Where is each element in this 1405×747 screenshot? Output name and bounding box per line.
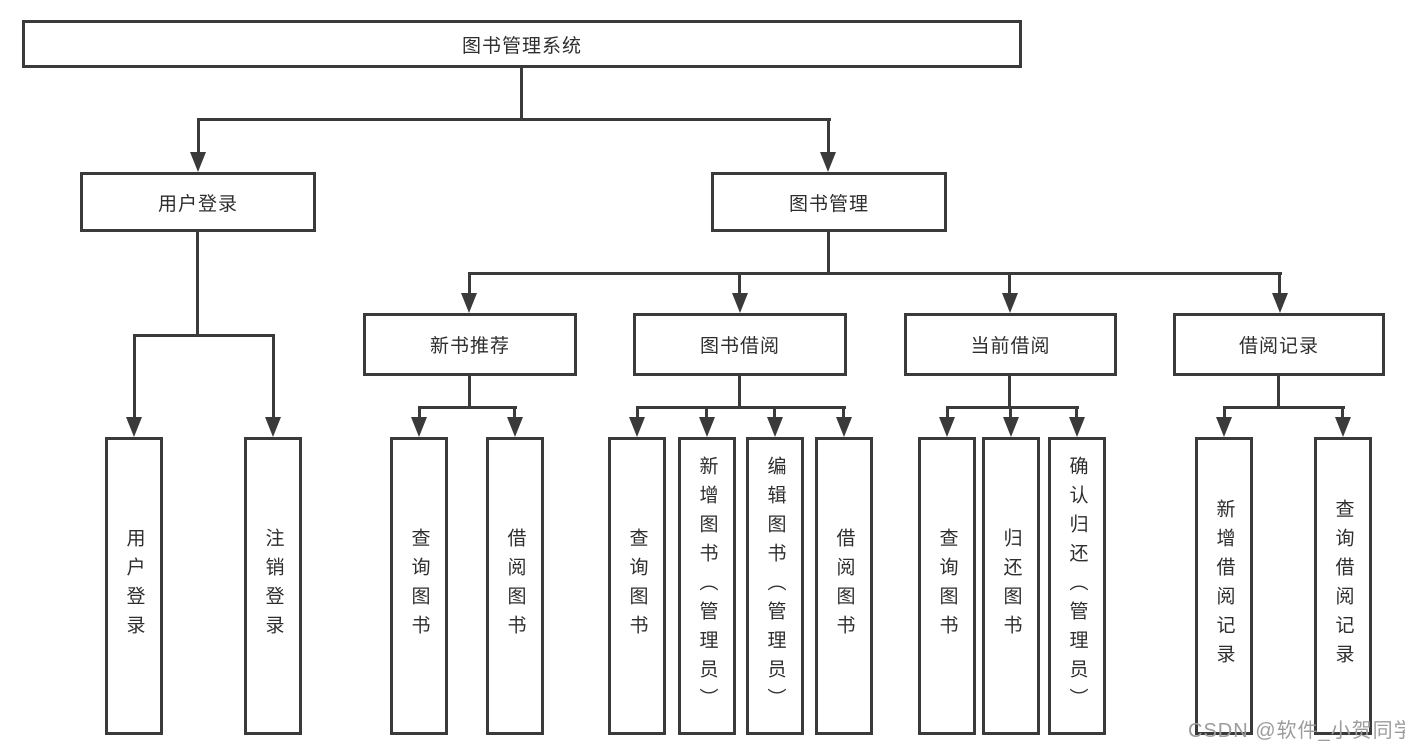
leaf-user-login: 用户登录: [105, 437, 163, 735]
v-line: [133, 334, 136, 419]
v-line: [1341, 406, 1344, 419]
node-label: 用户登录: [123, 528, 145, 644]
arrow-down-icon: [767, 417, 783, 437]
leaf-borrow-books: 借阅图书: [486, 437, 544, 735]
v-line: [513, 406, 516, 419]
node-current-borrowing: 当前借阅: [904, 313, 1117, 376]
leaf-query-borrow-record: 查询借阅记录: [1314, 437, 1372, 735]
v-line: [196, 232, 199, 336]
arrow-down-icon: [939, 417, 955, 437]
leaf-return-book: 归还图书: [982, 437, 1040, 735]
v-line: [1008, 376, 1011, 408]
leaf-logout: 注销登录: [244, 437, 302, 735]
v-line: [1277, 376, 1280, 408]
node-label: 借阅图书: [504, 528, 526, 644]
v-line: [636, 406, 639, 419]
v-line: [1223, 406, 1226, 419]
node-label: 图书管理系统: [461, 35, 582, 57]
node-label: 归还图书: [1000, 528, 1022, 644]
arrow-down-icon: [1069, 417, 1085, 437]
node-user-login: 用户登录: [80, 172, 316, 232]
node-label: 编辑图书（管理员）: [764, 455, 786, 717]
node-new-book-recommend: 新书推荐: [363, 313, 577, 376]
node-label: 查询图书: [626, 528, 648, 644]
v-line: [738, 376, 741, 408]
arrow-down-icon: [1002, 293, 1018, 313]
v-line: [520, 68, 523, 120]
arrow-down-icon: [190, 152, 206, 172]
node-label: 借阅图书: [833, 528, 855, 644]
h-line: [133, 334, 275, 337]
v-line: [1278, 272, 1281, 295]
node-label: 图书借阅: [699, 336, 780, 357]
v-line: [1008, 272, 1011, 295]
v-line: [827, 118, 830, 154]
v-line: [738, 272, 741, 295]
node-label: 新书推荐: [429, 336, 510, 357]
node-label: 图书管理: [788, 193, 869, 215]
arrow-down-icon: [1216, 417, 1232, 437]
node-label: 注销登录: [262, 528, 284, 644]
v-line: [946, 406, 949, 419]
node-borrow-records: 借阅记录: [1173, 313, 1385, 376]
arrow-down-icon: [1003, 417, 1019, 437]
v-line: [1009, 406, 1012, 419]
node-label: 查询图书: [936, 528, 958, 644]
node-label: 借阅记录: [1238, 336, 1319, 357]
arrow-down-icon: [461, 293, 477, 313]
leaf-borrow-books: 借阅图书: [815, 437, 873, 735]
h-line: [946, 406, 1079, 409]
v-line: [773, 406, 776, 419]
h-line: [197, 118, 831, 121]
v-line: [827, 232, 830, 274]
v-line: [418, 406, 421, 419]
arrow-down-icon: [411, 417, 427, 437]
v-line: [705, 406, 708, 419]
leaf-add-book-admin: 新增图书（管理员）: [678, 437, 736, 735]
csdn-watermark: CSDN @软件_小贺同学: [1188, 720, 1405, 742]
h-line: [636, 406, 846, 409]
v-line: [842, 406, 845, 419]
arrow-down-icon: [1272, 293, 1288, 313]
h-line: [468, 272, 1282, 275]
node-label: 确认归还（管理员）: [1066, 455, 1088, 717]
leaf-query-books: 查询图书: [918, 437, 976, 735]
node-library-management-system: 图书管理系统: [22, 20, 1022, 68]
arrow-down-icon: [836, 417, 852, 437]
node-label: 查询借阅记录: [1332, 499, 1354, 673]
v-line: [468, 272, 471, 295]
arrow-down-icon: [1335, 417, 1351, 437]
h-line: [418, 406, 517, 409]
node-book-borrowing: 图书借阅: [633, 313, 847, 376]
leaf-add-borrow-record: 新增借阅记录: [1195, 437, 1253, 735]
arrow-down-icon: [629, 417, 645, 437]
v-line: [468, 376, 471, 408]
leaf-query-books: 查询图书: [390, 437, 448, 735]
v-line: [197, 118, 200, 154]
node-label: 用户登录: [157, 193, 238, 215]
arrow-down-icon: [507, 417, 523, 437]
arrow-down-icon: [126, 417, 142, 437]
leaf-query-books: 查询图书: [608, 437, 666, 735]
arrow-down-icon: [820, 152, 836, 172]
arrow-down-icon: [732, 293, 748, 313]
arrow-down-icon: [699, 417, 715, 437]
leaf-confirm-return-admin: 确认归还（管理员）: [1048, 437, 1106, 735]
leaf-edit-book-admin: 编辑图书（管理员）: [746, 437, 804, 735]
arrow-down-icon: [265, 417, 281, 437]
node-label: 新增图书（管理员）: [696, 455, 718, 717]
v-line: [272, 334, 275, 419]
node-label: 新增借阅记录: [1213, 499, 1235, 673]
node-label: 当前借阅: [970, 336, 1051, 357]
node-book-management: 图书管理: [711, 172, 947, 232]
h-line: [1223, 406, 1345, 409]
v-line: [1075, 406, 1078, 419]
node-label: 查询图书: [408, 528, 430, 644]
